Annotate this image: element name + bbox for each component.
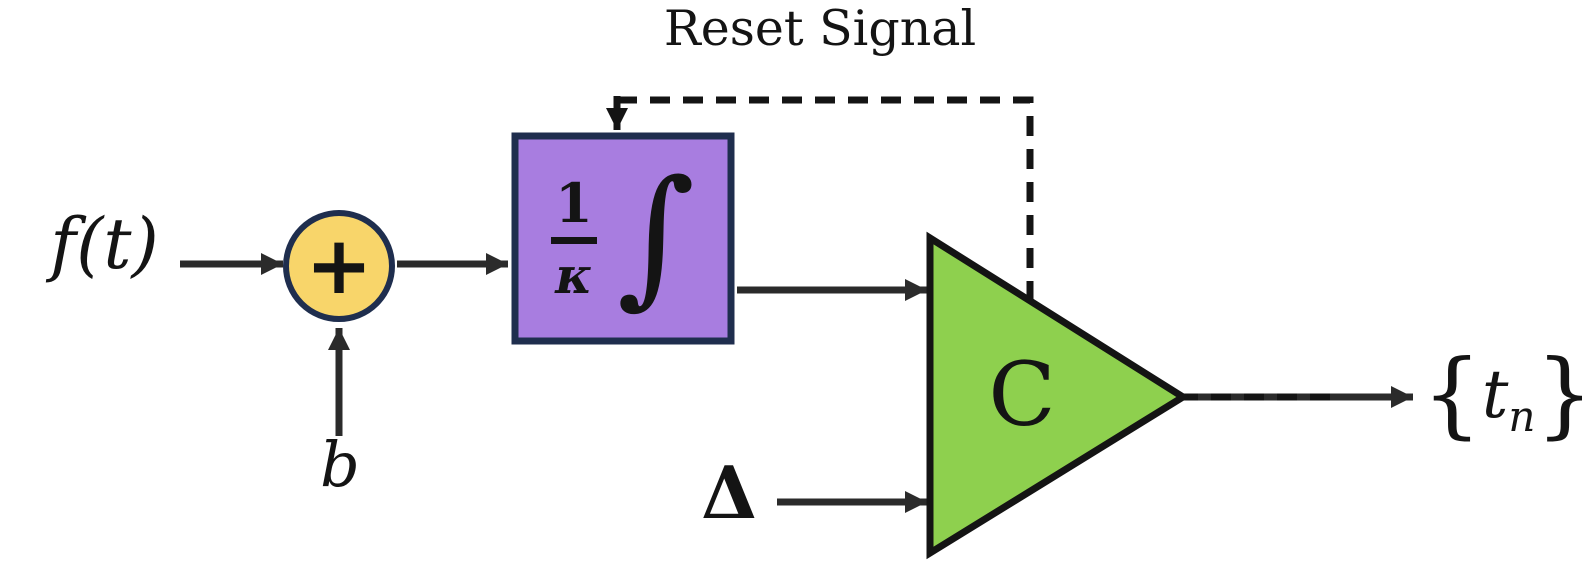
- output-spike-times-label: { t n }: [1422, 348, 1582, 442]
- fraction-numerator: 1: [555, 170, 593, 235]
- sum-plus-symbol: +: [305, 219, 373, 312]
- fraction-denominator: κ: [555, 245, 593, 305]
- fraction-bar: [550, 236, 597, 244]
- comparator-label: C: [988, 343, 1056, 446]
- gain-fraction: 1 κ: [550, 170, 597, 305]
- threshold-label: Δ: [701, 450, 757, 535]
- reset-signal-label: Reset Signal: [663, 0, 977, 57]
- comparator-triangle: [926, 231, 1190, 560]
- open-brace: {: [1422, 340, 1482, 449]
- close-brace: }: [1535, 348, 1582, 442]
- input-signal-label: f(t): [50, 203, 159, 285]
- output-variable: t: [1481, 356, 1509, 433]
- bias-label: b: [320, 428, 360, 501]
- integral-icon: ∫: [616, 148, 696, 323]
- output-subscript: n: [1508, 392, 1536, 441]
- sum-junction-circle: [283, 210, 395, 322]
- integrator-expression: 1 κ ∫: [521, 142, 725, 334]
